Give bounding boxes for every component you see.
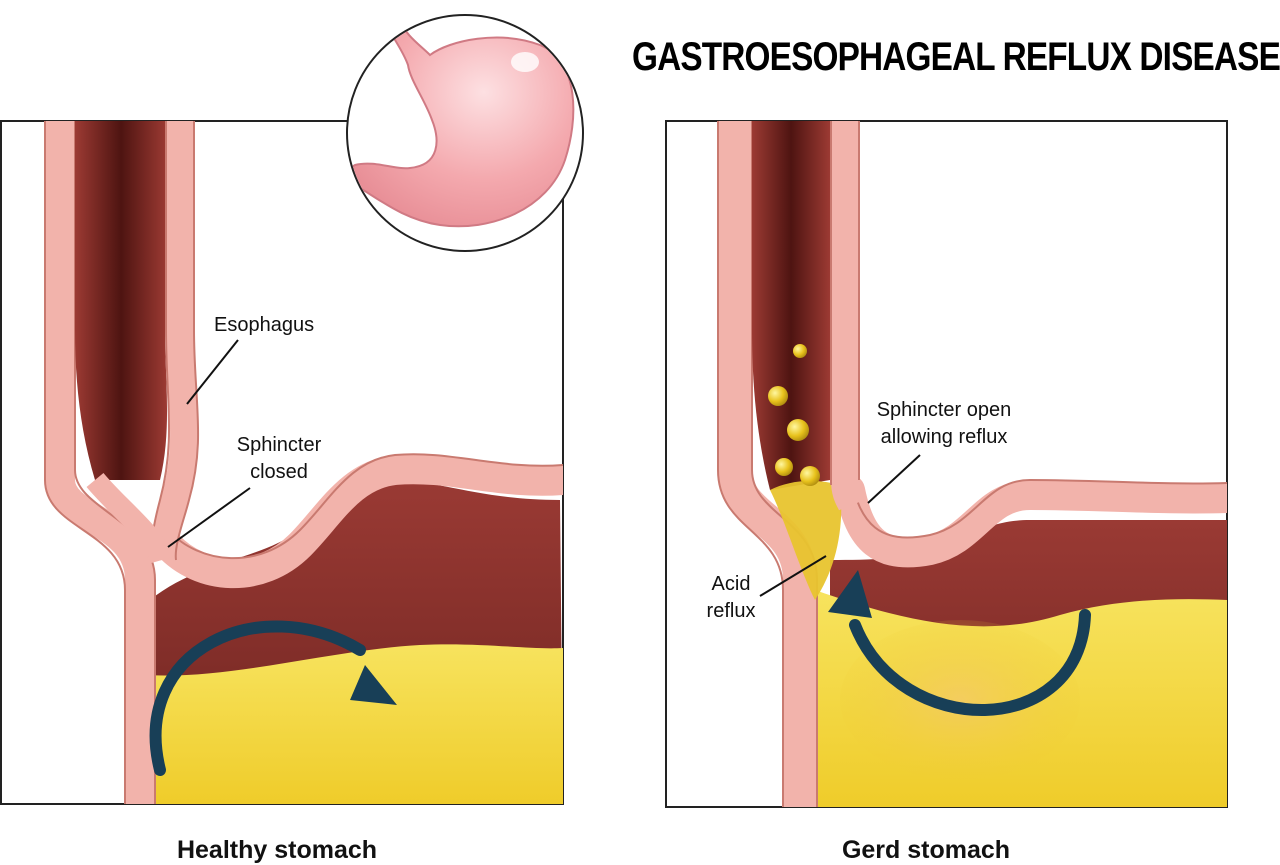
gerd-panel: Sphincter open allowing reflux Acid refl… xyxy=(665,120,1228,808)
healthy-sphincter-label-1: Sphincter xyxy=(237,434,322,456)
healthy-esophagus-lumen xyxy=(75,121,168,480)
healthy-sphincter-label-2: closed xyxy=(250,461,308,483)
stomach-inset xyxy=(346,14,584,252)
healthy-esophagus-label: Esophagus xyxy=(214,314,314,336)
healthy-left-wall xyxy=(45,121,155,804)
gerd-acid-leader xyxy=(759,555,827,597)
acid-bubble xyxy=(775,458,793,476)
acid-bubble xyxy=(800,466,820,486)
healthy-esophagus-wall xyxy=(147,121,199,562)
healthy-acid-pool xyxy=(145,644,563,804)
acid-bubble xyxy=(787,419,809,441)
acid-bubble xyxy=(793,344,807,358)
gerd-left-wall xyxy=(718,121,817,807)
gerd-esophagus-wall xyxy=(831,121,865,511)
gerd-caption: Gerd stomach xyxy=(842,836,1010,864)
gerd-flow-arrow-icon xyxy=(849,609,1091,716)
healthy-stomach-wall xyxy=(153,454,563,589)
healthy-esophagus-leader xyxy=(186,339,239,405)
acid-bubble xyxy=(768,386,788,406)
gerd-stomach-wall xyxy=(835,475,1227,568)
gerd-sphincter-leader xyxy=(867,454,921,504)
gerd-arrow-head-icon xyxy=(828,570,872,618)
healthy-sphincter-leader xyxy=(167,487,251,548)
stomach-icon xyxy=(348,19,575,228)
healthy-arrow-head-icon xyxy=(350,665,397,705)
gerd-acid-label-2: reflux xyxy=(707,600,756,622)
gerd-acid-label-1: Acid xyxy=(712,573,751,595)
gerd-sphincter-label-2: allowing reflux xyxy=(881,426,1008,448)
page-title: GASTROESOPHAGEAL REFLUX DISEASE xyxy=(632,35,1280,79)
gerd-reflux-acid xyxy=(770,480,842,600)
healthy-caption: Healthy stomach xyxy=(177,836,377,864)
gerd-sphincter-label-1: Sphincter open xyxy=(877,399,1012,421)
healthy-flow-arrow-icon xyxy=(149,620,366,776)
